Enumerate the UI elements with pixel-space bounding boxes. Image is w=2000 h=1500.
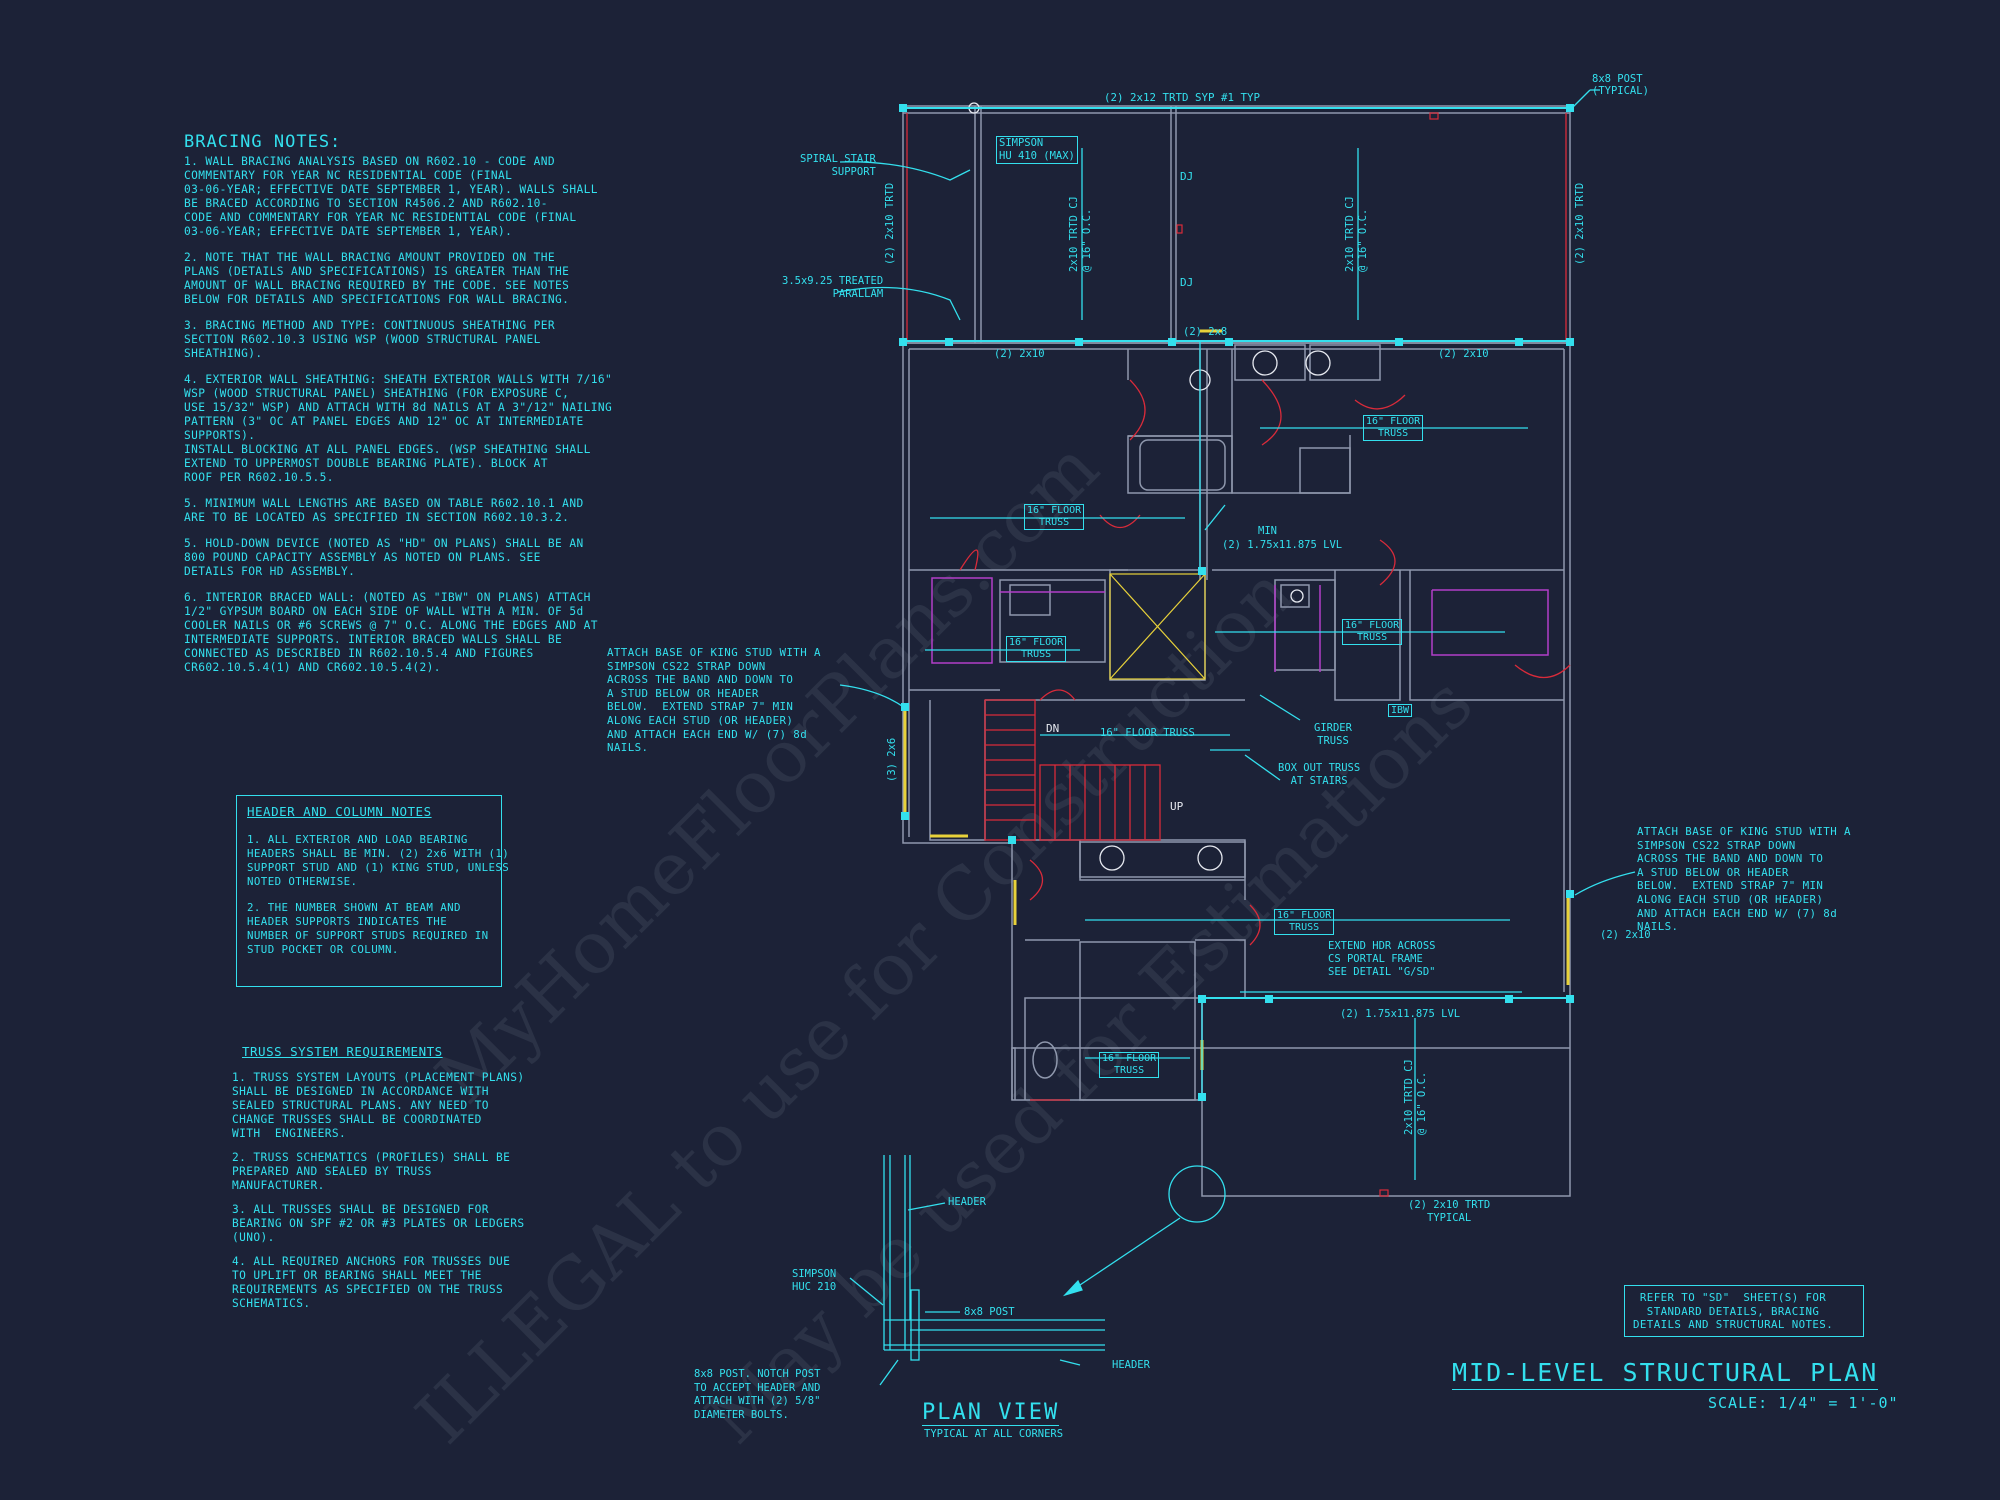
label-parallam: 3.5x9.25 TREATED PARALLAM	[782, 275, 884, 300]
label-boxout-truss: BOX OUT TRUSS AT STAIRS	[1278, 762, 1361, 787]
label-up: UP	[1170, 800, 1184, 813]
label-stud-3x2x6: (3) 2x6	[886, 737, 898, 782]
label-floor-truss-3: 16" FLOOR TRUSS	[1342, 619, 1403, 645]
bracing-notes: BRACING NOTES: 1. WALL BRACING ANALYSIS …	[184, 132, 613, 687]
label-min: MIN	[1258, 525, 1277, 537]
label-floor-truss-4: 16" FLOOR TRUSS	[1006, 636, 1067, 662]
label-cj-2: 2x10 TRTD CJ @ 16" O.C.	[1344, 196, 1369, 272]
label-dj-2: DJ	[1180, 276, 1194, 289]
label-ibw: IBW	[1388, 704, 1413, 717]
refer-note-box: REFER TO "SD" SHEET(S) FOR STANDARD DETA…	[1624, 1285, 1864, 1337]
truss-note-1: 1. TRUSS SYSTEM LAYOUTS (PLACEMENT PLANS…	[232, 1071, 525, 1140]
label-hdr-2x8: (2) 2x8	[1183, 326, 1228, 338]
bracing-notes-title: BRACING NOTES:	[184, 132, 342, 152]
header-notes-title: HEADER AND COLUMN NOTES	[247, 804, 432, 819]
truss-requirements-title: TRUSS SYSTEM REQUIREMENTS	[242, 1044, 443, 1059]
bracing-note-4: 4. EXTERIOR WALL SHEATHING: SHEATH EXTER…	[184, 373, 613, 484]
label-cj-1: 2x10 TRTD CJ @ 16" O.C.	[1068, 196, 1093, 272]
plan-view-post-note: 8x8 POST. NOTCH POST TO ACCEPT HEADER AN…	[694, 1368, 821, 1421]
label-dj-1: DJ	[1180, 170, 1194, 183]
stair-run-down	[984, 699, 1036, 841]
truss-note-2: 2. TRUSS SCHEMATICS (PROFILES) SHALL BE …	[232, 1151, 511, 1192]
label-extend-hdr: EXTEND HDR ACROSS CS PORTAL FRAME SEE DE…	[1328, 940, 1436, 978]
truss-requirements: TRUSS SYSTEM REQUIREMENTS 1. TRUSS SYSTE…	[232, 1044, 592, 1323]
plan-view-simpson: SIMPSON HUC 210	[792, 1268, 837, 1293]
truss-note-3: 3. ALL TRUSSES SHALL BE DESIGNED FOR BEA…	[232, 1203, 525, 1244]
label-floor-truss-5: 16" FLOOR TRUSS	[1274, 909, 1335, 935]
label-hdr-2x10-b: (2) 2x10	[1438, 348, 1489, 360]
plan-view-subtitle: TYPICAL AT ALL CORNERS	[924, 1428, 1064, 1440]
header-column-notes-box: HEADER AND COLUMN NOTES 1. ALL EXTERIOR …	[236, 795, 509, 987]
bracing-note-6: 5. HOLD-DOWN DEVICE (NOTED AS "HD" ON PL…	[184, 537, 584, 578]
label-floor-truss-2: 16" FLOOR TRUSS	[1024, 504, 1085, 530]
label-floor-truss-row: 16" FLOOR TRUSS	[1100, 727, 1195, 739]
label-spiral-stair: SPIRAL STAIR SUPPORT	[800, 153, 876, 178]
bracing-note-2: 2. NOTE THAT THE WALL BRACING AMOUNT PRO…	[184, 251, 570, 306]
label-lvl-2: (2) 1.75x11.875 LVL	[1340, 1008, 1461, 1020]
label-girder-truss: GIRDER TRUSS	[1314, 722, 1352, 747]
label-bottom-trtd: (2) 2x10 TRTD TYPICAL	[1408, 1199, 1491, 1224]
label-simpson-hu: SIMPSON HU 410 (MAX)	[996, 136, 1078, 164]
label-stud-2x10: (2) 2x10	[1600, 929, 1651, 941]
label-hdr-2x10-a: (2) 2x10	[994, 348, 1045, 360]
label-floor-truss-6: 16" FLOOR TRUSS	[1099, 1052, 1160, 1078]
front-porch-outline	[1201, 997, 1571, 1197]
plan-view-post: 8x8 POST	[964, 1306, 1015, 1318]
plan-view-header-bottom: HEADER	[1112, 1359, 1150, 1371]
bracing-note-3: 3. BRACING METHOD AND TYPE: CONTINUOUS S…	[184, 319, 556, 360]
sheet-scale: SCALE: 1/4" = 1'-0"	[1708, 1394, 1899, 1412]
header-note-1: 1. ALL EXTERIOR AND LOAD BEARING HEADERS…	[247, 833, 510, 888]
left-strap-callout: ATTACH BASE OF KING STUD WITH A SIMPSON …	[607, 646, 821, 755]
right-strap-callout: ATTACH BASE OF KING STUD WITH A SIMPSON …	[1637, 825, 1851, 934]
truss-note-4: 4. ALL REQUIRED ANCHORS FOR TRUSSES DUE …	[232, 1255, 511, 1310]
label-lvl-1: (2) 1.75x11.875 LVL	[1222, 539, 1343, 551]
plan-view-title: PLAN VIEW	[922, 1400, 1060, 1426]
label-floor-truss-1: 16" FLOOR TRUSS	[1363, 415, 1424, 441]
label-post-typical: 8x8 POST (TYPICAL)	[1592, 73, 1649, 97]
label-left-trtd: (2) 2x10 TRTD	[884, 182, 896, 265]
plan-view-header-top: HEADER	[948, 1196, 986, 1208]
header-note-2: 2. THE NUMBER SHOWN AT BEAM AND HEADER S…	[247, 901, 489, 956]
bracing-note-7: 6. INTERIOR BRACED WALL: (NOTED AS "IBW"…	[184, 591, 598, 674]
sheet-title: MID-LEVEL STRUCTURAL PLAN	[1452, 1358, 1879, 1390]
label-cj-3: 2x10 TRTD CJ @ 16" O.C.	[1403, 1059, 1428, 1135]
label-dn: DN	[1046, 722, 1060, 735]
house-outline	[903, 342, 1571, 1101]
label-right-trtd: (2) 2x10 TRTD	[1574, 182, 1586, 265]
refer-note: REFER TO "SD" SHEET(S) FOR STANDARD DETA…	[1633, 1291, 1834, 1331]
bracing-note-5: 5. MINIMUM WALL LENGTHS ARE BASED ON TAB…	[184, 497, 584, 524]
bracing-note-1: 1. WALL BRACING ANALYSIS BASED ON R602.1…	[184, 155, 598, 238]
label-top-beam: (2) 2x12 TRTD SYP #1 TYP	[1104, 91, 1261, 104]
